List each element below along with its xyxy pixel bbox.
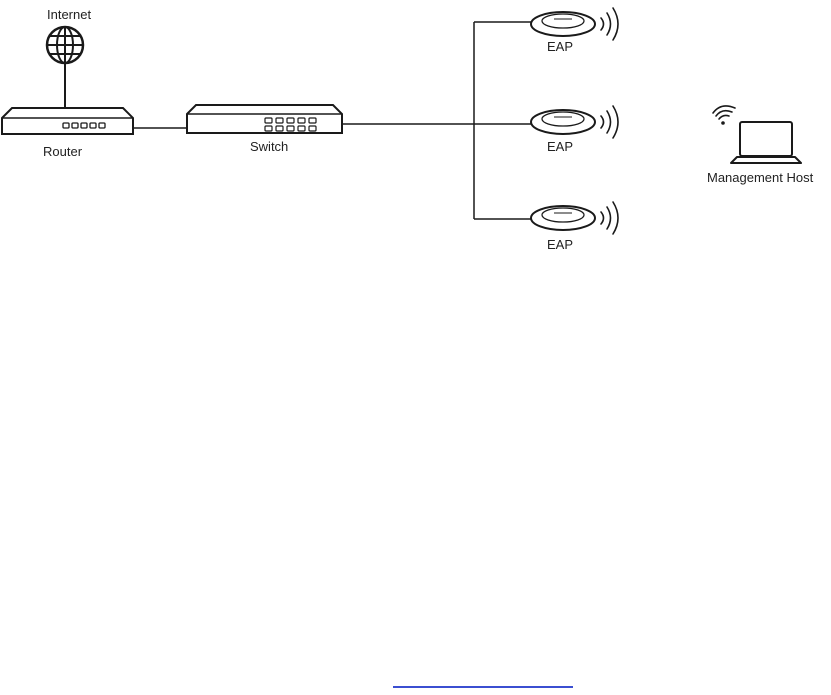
internet-label: Internet	[47, 7, 91, 22]
eap-node-bottom: EAP	[531, 202, 618, 252]
switch-node: Switch	[187, 105, 342, 154]
switch-icon	[187, 105, 342, 133]
bottom-link-underline	[393, 686, 573, 688]
management-host-node: Management Host	[707, 106, 814, 185]
eap-icon	[531, 206, 595, 230]
eap-label-bottom: EAP	[547, 237, 573, 252]
laptop-icon	[731, 122, 801, 163]
eap-icon	[531, 110, 595, 134]
router-label: Router	[43, 144, 83, 159]
management-host-label: Management Host	[707, 170, 814, 185]
router-icon	[2, 108, 133, 134]
switch-label: Switch	[250, 139, 288, 154]
wifi-signal-icon	[601, 106, 618, 138]
wifi-signal-icon	[601, 202, 618, 234]
eap-icon	[531, 12, 595, 36]
switch-eap-links	[342, 22, 531, 219]
eap-label-top: EAP	[547, 39, 573, 54]
internet-node: Internet	[47, 7, 91, 108]
eap-node-top: EAP	[531, 8, 618, 54]
eap-label-middle: EAP	[547, 139, 573, 154]
router-node: Router	[2, 108, 133, 159]
globe-icon	[47, 27, 83, 63]
wifi-signal-icon	[713, 106, 735, 125]
eap-node-middle: EAP	[531, 106, 618, 154]
wifi-signal-icon	[601, 8, 618, 40]
